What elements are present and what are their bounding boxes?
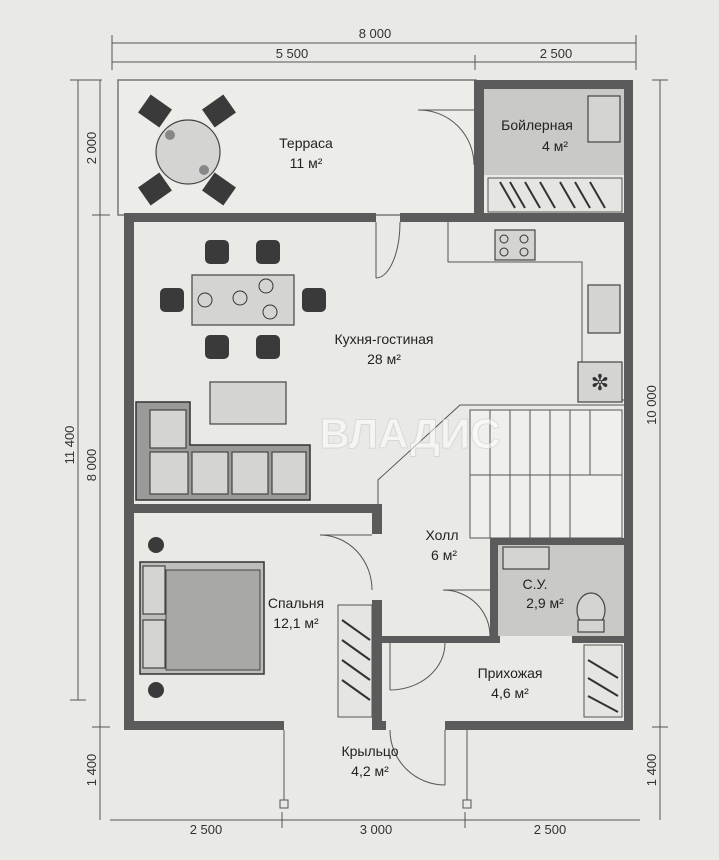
boiler-area: 4 м²: [542, 138, 568, 154]
terrace-area: 11 м²: [290, 155, 323, 171]
kitchen-area: 28 м²: [367, 351, 401, 367]
dim-right-main: 10 000: [644, 385, 659, 425]
dining-table-icon: [160, 240, 326, 359]
boiler-label: Бойлерная: [501, 117, 573, 133]
stairs: [469, 409, 623, 539]
watermark: ВЛАДИС: [319, 410, 500, 457]
boiler-shelf: [487, 177, 623, 213]
sofa-icon: [135, 401, 311, 501]
dim-left-main: 8 000: [84, 449, 99, 482]
coffee-table-icon: [209, 381, 287, 425]
bathroom-area: 2,9 м²: [526, 595, 564, 611]
hall-label: Холл: [426, 527, 459, 543]
bedroom-wardrobe: [337, 604, 373, 718]
dim-left-bottom: 1 400: [84, 754, 99, 787]
water-heater-icon: [587, 95, 621, 143]
dim-bottom-left: 2 500: [190, 822, 223, 837]
dim-left-terrace: 2 000: [84, 132, 99, 165]
entry-area: 4,6 м²: [491, 685, 529, 701]
kitchen-sink-icon: [587, 284, 621, 334]
kitchen-label: Кухня-гостиная: [334, 331, 433, 347]
porch-area: 4,2 м²: [351, 763, 389, 779]
bathroom-label: С.У.: [523, 576, 548, 592]
dim-top-right: 2 500: [540, 46, 573, 61]
porch-label: Крыльцо: [341, 743, 398, 759]
dim-top-left: 5 500: [276, 46, 309, 61]
dim-right-bottom: 1 400: [644, 754, 659, 787]
terrace-table-icon: [138, 94, 236, 206]
porch: [279, 730, 472, 809]
boiler-flower-icon: [577, 361, 623, 403]
bed-icon: [139, 537, 265, 698]
hall-diagonal-wall: [377, 404, 624, 505]
doors: [319, 109, 491, 786]
dimension-lines: [70, 35, 668, 828]
terrace-label: Терраса: [279, 135, 333, 151]
entry-wardrobe: [583, 644, 623, 718]
hall-area: 6 м²: [431, 547, 457, 563]
bedroom-area: 12,1 м²: [273, 615, 319, 631]
entry-label: Прихожая: [478, 665, 543, 681]
dim-bottom-mid: 3 000: [360, 822, 393, 837]
walls: [124, 80, 633, 730]
dim-bottom-right: 2 500: [534, 822, 567, 837]
dim-top-total: 8 000: [359, 26, 392, 41]
svg-text:✼: ✼: [591, 370, 609, 395]
dim-left-total: 11 400: [62, 426, 77, 465]
stove-icon: [494, 229, 536, 261]
bathroom-sink-icon: [502, 546, 550, 570]
bedroom-label: Спальня: [268, 595, 324, 611]
